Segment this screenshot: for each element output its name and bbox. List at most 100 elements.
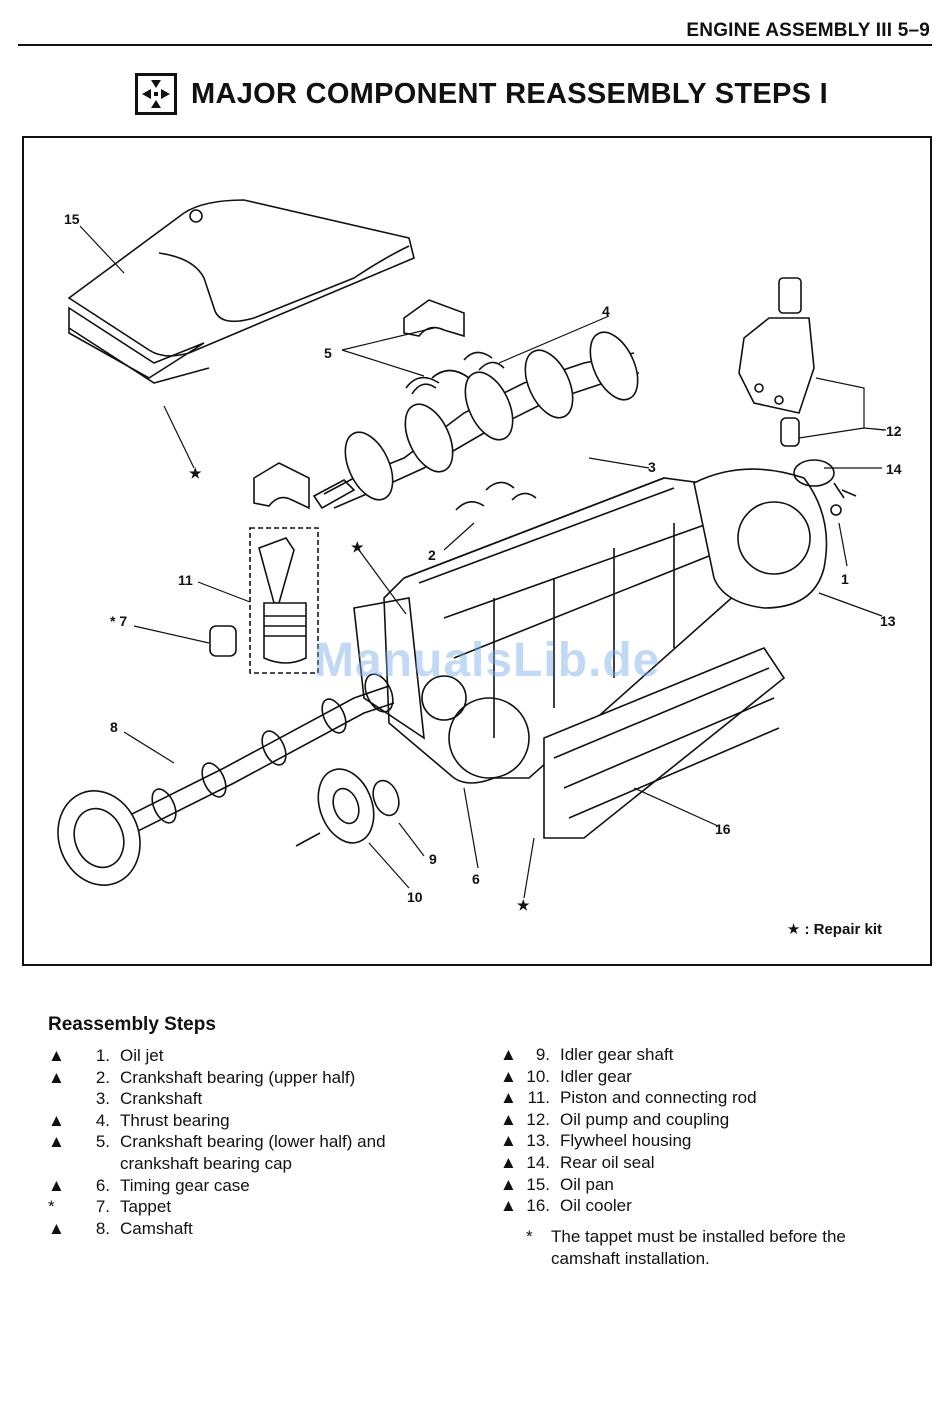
step-mark: ▲: [500, 1196, 517, 1216]
step-number: [76, 1153, 120, 1175]
step-mark: ▲: [48, 1067, 65, 1087]
step-mark: ▲: [500, 1045, 517, 1064]
step-13: ▲ 13. Flywheel housing: [500, 1130, 920, 1152]
step-mark: ▲: [48, 1046, 65, 1065]
callout-3: 3: [648, 459, 656, 475]
piston-connecting-rod-drawing: [209, 527, 319, 674]
step-text: Camshaft: [120, 1218, 193, 1238]
step-number: 2.: [95, 1067, 110, 1087]
idler-gear-drawing: [295, 768, 400, 847]
step-text: Piston and connecting rod: [560, 1088, 757, 1108]
repair-kit-star-1: ★: [189, 465, 202, 481]
step-number: 9.: [535, 1045, 550, 1064]
leader-lines: [79, 225, 887, 899]
step-number: 8.: [95, 1218, 110, 1238]
step-text: Tappet: [120, 1197, 172, 1217]
step-text: Crankshaft bearing (upper half): [120, 1067, 356, 1087]
camshaft-drawing: [57, 673, 395, 886]
oil-pump-drawing: [738, 277, 815, 447]
step-text: Oil jet: [120, 1046, 164, 1065]
step-number: 5.: [95, 1132, 110, 1152]
tappet-note: * The tappet must be installed before th…: [526, 1226, 846, 1270]
callout-9: 9: [429, 851, 437, 867]
exploded-engine-diagram: 15 4 5 12 3 14 ★ 2 1 11 ★ * 7 13 8 16 9 …: [57, 199, 902, 913]
step-text: Crankshaft bearing (lower half) and: [120, 1132, 386, 1152]
step-mark: ▲: [48, 1175, 65, 1195]
step-number: 10.: [526, 1066, 550, 1086]
step-mark: ▲: [500, 1131, 517, 1151]
step-mark: ▲: [500, 1066, 517, 1086]
step-8: ▲ 8. Camshaft: [48, 1218, 468, 1240]
step-11: ▲ 11. Piston and connecting rod: [500, 1087, 920, 1109]
note-text-line-1: The tappet must be installed before the: [551, 1227, 846, 1246]
step-number: 1.: [95, 1046, 110, 1065]
step-15: ▲ 15. Oil pan: [500, 1174, 920, 1196]
step-mark: ▲: [48, 1218, 65, 1238]
step-mark: [48, 1153, 76, 1175]
step-mark: ▲: [500, 1152, 517, 1172]
oil-cooler-drawing: [543, 647, 786, 839]
steps-title: Reassembly Steps: [48, 1014, 216, 1035]
step-7: * 7. Tappet: [48, 1196, 468, 1218]
repair-kit-star-3: ★: [517, 897, 530, 913]
page-title: MAJOR COMPONENT REASSEMBLY STEPS I: [191, 77, 829, 110]
reassembly-icon: [135, 73, 177, 115]
step-2: ▲ 2. Crankshaft bearing (upper half): [48, 1067, 468, 1089]
step-text: Crankshaft: [120, 1089, 203, 1109]
step-16: ▲ 16. Oil cooler: [500, 1195, 920, 1217]
step-text: Rear oil seal: [560, 1152, 655, 1172]
repair-kit-star-2: ★: [351, 539, 364, 555]
note-text-line-2: camshaft installation.: [551, 1249, 710, 1268]
step-text: Idler gear: [560, 1066, 632, 1086]
callout-14: 14: [886, 461, 902, 477]
steps-list-right: ▲ 9. Idler gear shaft ▲ 10. Idler gear ▲ 11. P…: [500, 1044, 920, 1217]
step-3: 3.Crankshaft: [48, 1088, 468, 1110]
cylinder-block-drawing: [353, 477, 755, 784]
crankshaft-drawing: [312, 331, 640, 510]
step-5-continued: crankshaft bearing cap: [48, 1153, 468, 1175]
step-text: Thrust bearing: [120, 1110, 230, 1130]
step-number: 11.: [527, 1088, 550, 1108]
step-number: 15.: [526, 1174, 550, 1194]
callout-13: 13: [880, 613, 896, 629]
flywheel-housing-drawing: [693, 459, 857, 609]
bearing-shells-drawing: [405, 351, 537, 511]
repair-kit-legend: ★ : Repair kit: [786, 921, 882, 938]
header-rule: [18, 44, 932, 46]
step-mark: ▲: [500, 1088, 517, 1108]
callout-16: 16: [715, 821, 731, 837]
step-number: 4.: [95, 1110, 110, 1130]
step-mark: *: [48, 1197, 55, 1217]
step-number: 13.: [526, 1131, 550, 1151]
step-number: 6.: [95, 1175, 110, 1195]
step-text: Oil cooler: [560, 1196, 632, 1216]
step-mark: ▲: [48, 1110, 65, 1130]
step-number: 12.: [526, 1109, 550, 1129]
step-number: 7.: [95, 1197, 110, 1217]
callout-1: 1: [841, 571, 849, 587]
step-mark: [48, 1088, 76, 1110]
step-5: ▲ 5. Crankshaft bearing (lower half) and: [48, 1131, 468, 1153]
callout-4: 4: [602, 303, 610, 319]
step-text: Timing gear case: [120, 1175, 250, 1195]
step-number: 16.: [526, 1196, 550, 1216]
callout-2: 2: [428, 547, 436, 563]
step-12: ▲ 12. Oil pump and coupling: [500, 1109, 920, 1131]
note-asterisk: *: [526, 1227, 533, 1246]
callout-11: 11: [178, 572, 193, 588]
step-10: ▲ 10. Idler gear: [500, 1066, 920, 1088]
steps-list-left: ▲ 1. Oil jet ▲ 2. Crankshaft bearing (upper …: [48, 1045, 468, 1239]
step-mark: ▲: [48, 1132, 65, 1152]
step-4: ▲ 4. Thrust bearing: [48, 1110, 468, 1132]
callout-10: 10: [407, 889, 423, 905]
step-text: Oil pan: [560, 1174, 614, 1194]
callout-8: 8: [110, 719, 118, 735]
callout-12: 12: [886, 423, 902, 439]
step-text: Flywheel housing: [560, 1131, 692, 1151]
step-text: Oil pump and coupling: [560, 1109, 730, 1129]
step-mark: ▲: [500, 1109, 517, 1129]
step-1: ▲ 1. Oil jet: [48, 1045, 468, 1067]
step-mark: ▲: [500, 1174, 517, 1194]
step-text: Idler gear shaft: [560, 1045, 674, 1064]
oil-pan-drawing: [67, 199, 415, 384]
